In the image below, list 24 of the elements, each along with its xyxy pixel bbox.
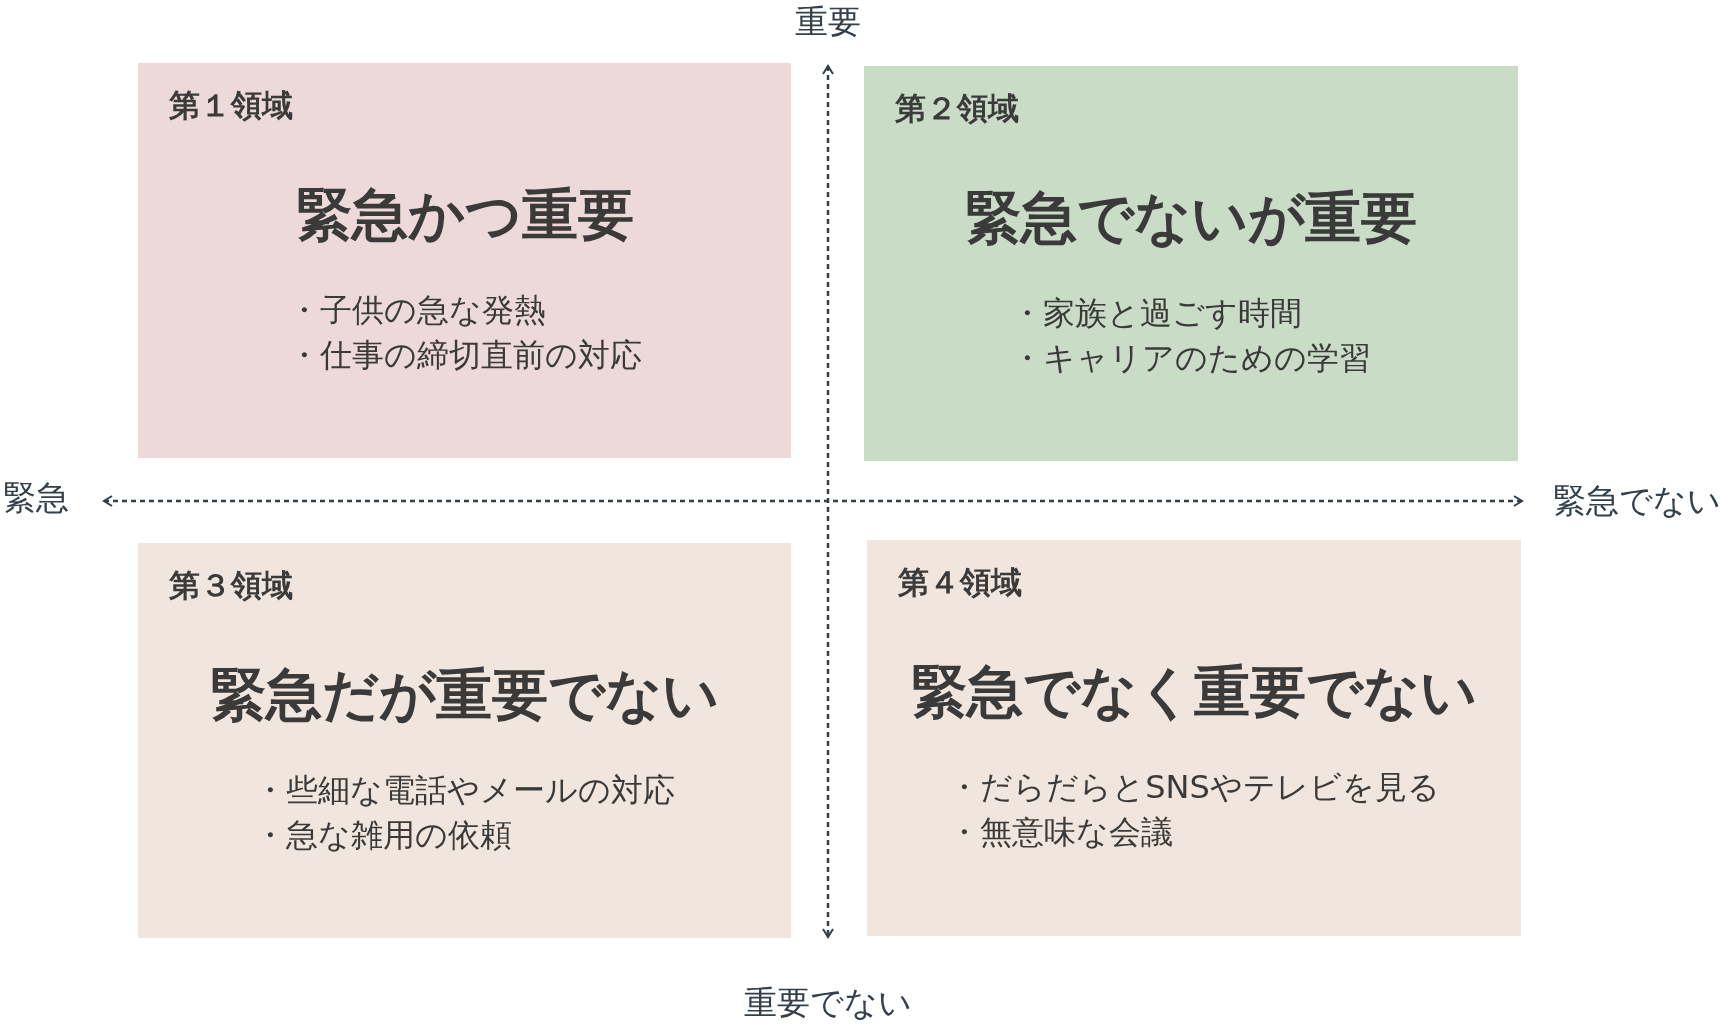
axis-label: 重要でない <box>744 981 912 1024</box>
quadrant-title: 緊急かつ重要 <box>295 182 634 247</box>
quadrant-box <box>867 540 1521 936</box>
quadrant-box <box>138 543 791 938</box>
region-heading: 第２領域 <box>895 89 1019 128</box>
quadrant-title: 緊急だが重要でない <box>210 662 719 727</box>
bullet-item: ・だらだらとSNSやテレビを見る <box>948 767 1440 808</box>
bullet-item: ・些細な電話やメールの対応 <box>254 770 675 811</box>
bullet-item: ・急な雑用の依頼 <box>254 815 513 856</box>
bullet-item: ・キャリアのための学習 <box>1011 338 1371 379</box>
axis-label: 緊急でない <box>1553 479 1721 522</box>
axis-label: 緊急 <box>3 476 69 519</box>
quadrant-title: 緊急でなく重要でない <box>911 659 1477 724</box>
quadrant-title: 緊急でないが重要 <box>965 185 1417 250</box>
region-heading: 第３領域 <box>169 566 293 605</box>
bullet-item: ・家族と過ごす時間 <box>1011 293 1303 334</box>
quadrant-box <box>864 66 1518 461</box>
bullet-item: ・子供の急な発熱 <box>287 290 547 331</box>
quadrant-box <box>138 63 791 458</box>
region-heading: 第４領域 <box>898 563 1022 602</box>
bullet-item: ・仕事の締切直前の対応 <box>287 335 642 376</box>
region-heading: 第１領域 <box>169 86 293 125</box>
bullet-item: ・無意味な会議 <box>948 812 1175 853</box>
axis-label: 重要 <box>795 0 861 43</box>
